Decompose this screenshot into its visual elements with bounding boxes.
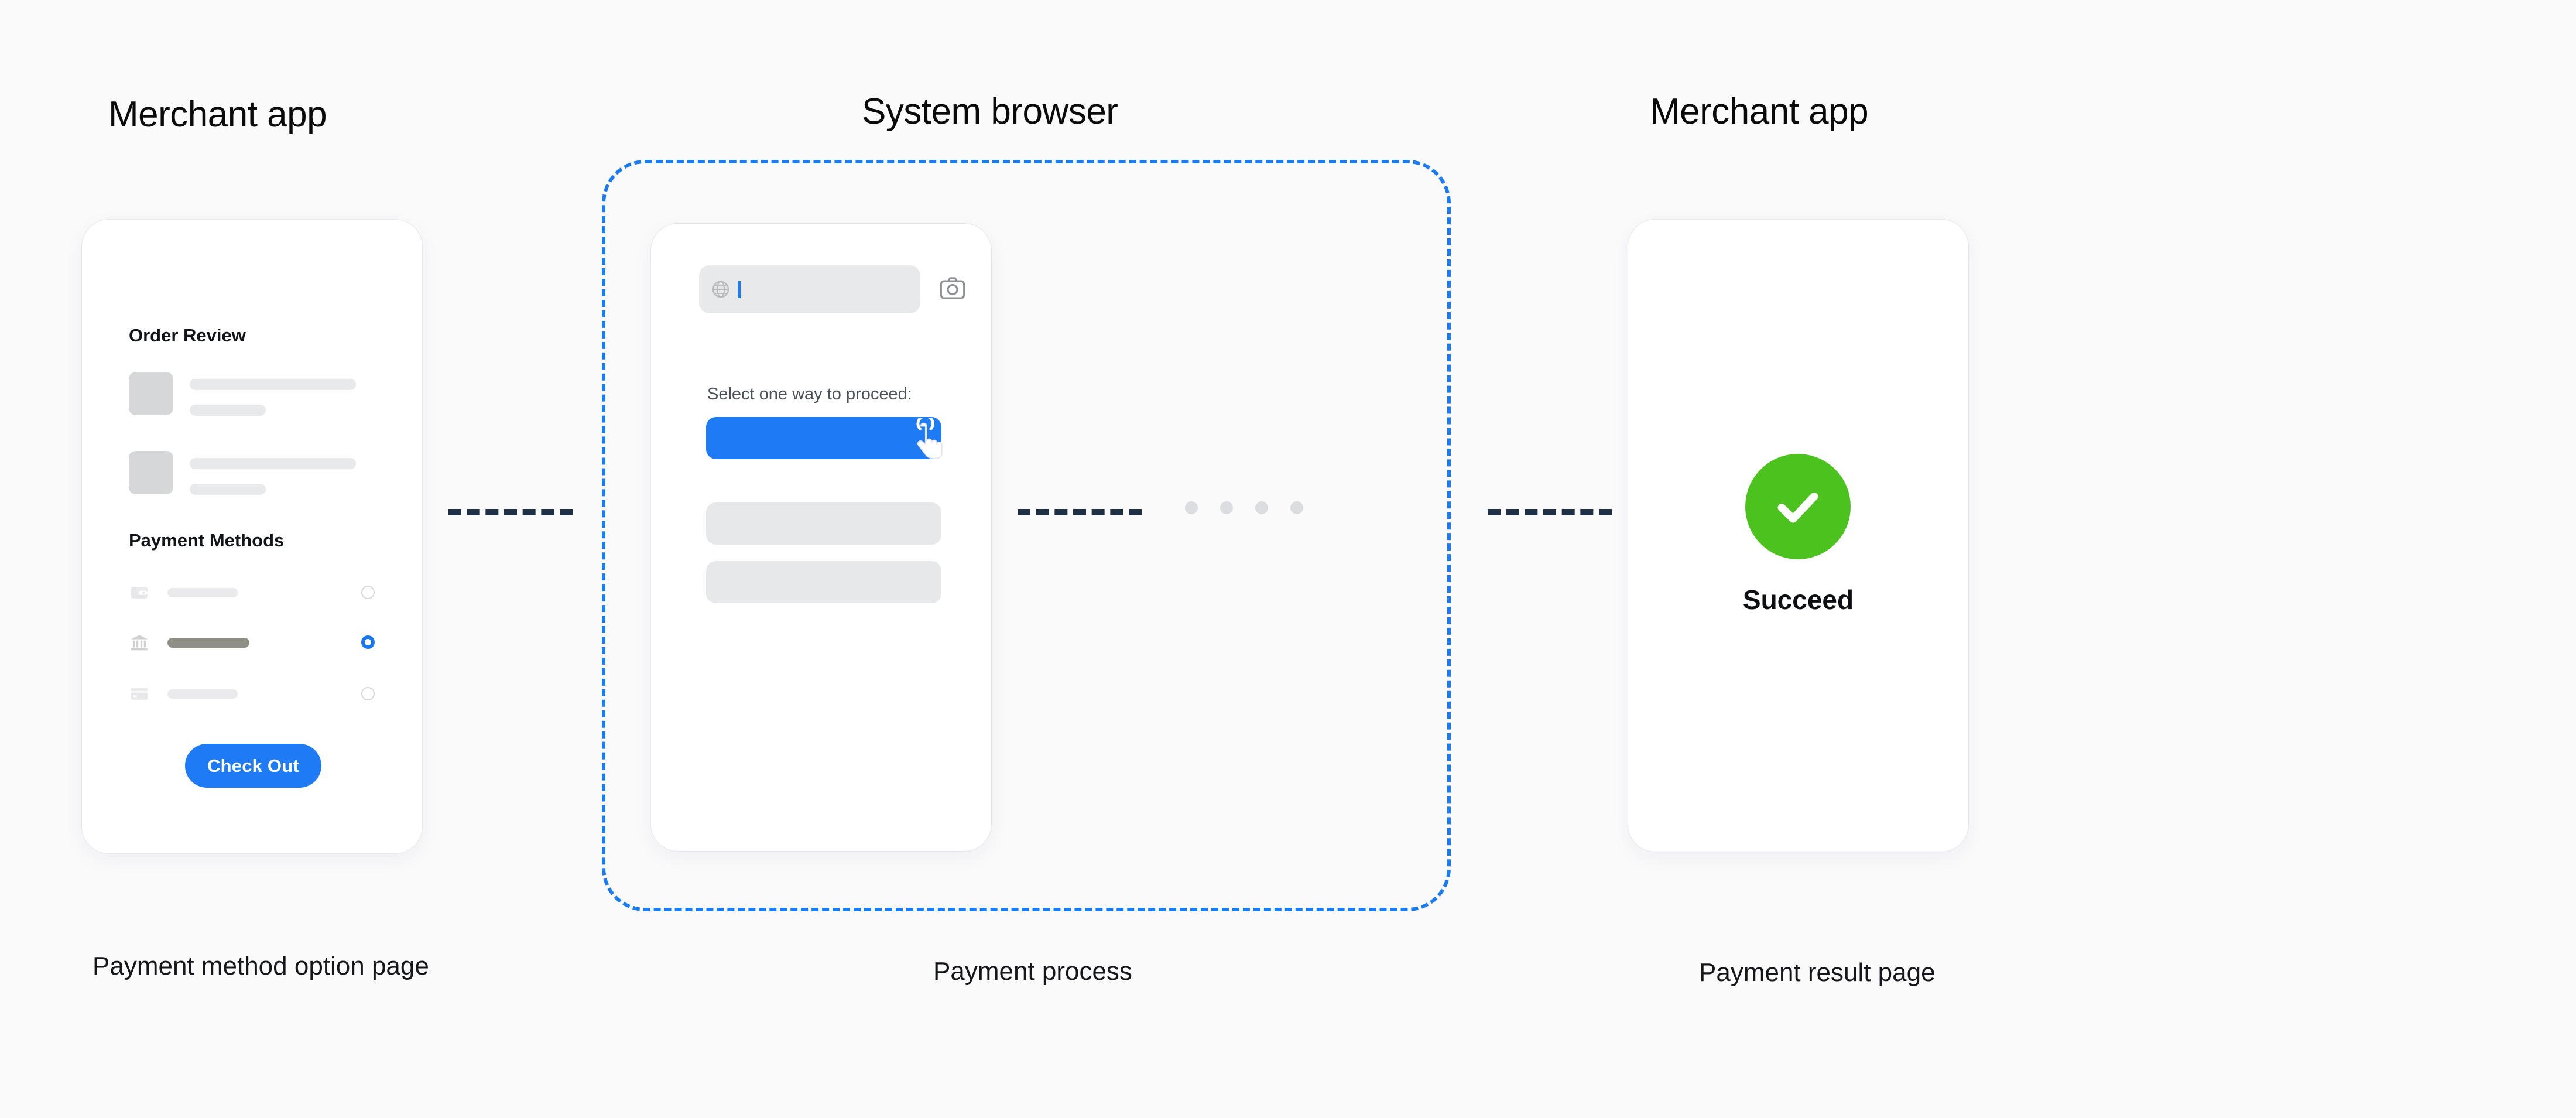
progress-dot <box>1255 501 1268 514</box>
proceed-option-secondary[interactable] <box>706 561 941 603</box>
url-bar[interactable] <box>699 265 920 313</box>
payment-method-row-credit-card[interactable] <box>129 681 375 707</box>
order-item-title-placeholder <box>190 379 356 390</box>
check-out-button[interactable]: Check Out <box>185 744 321 788</box>
payment-status-label: Succeed <box>1742 584 1854 615</box>
column-heading-system-browser: System browser <box>862 91 1118 132</box>
caption-payment-process: Payment process <box>933 957 1132 986</box>
check-circle-icon <box>1745 454 1851 559</box>
progress-dot <box>1220 501 1233 514</box>
column-heading-merchant-app-left: Merchant app <box>108 94 327 135</box>
payment-method-radio[interactable] <box>361 586 375 599</box>
payment-methods-title: Payment Methods <box>129 530 285 551</box>
proceed-instruction-label: Select one way to proceed: <box>707 385 912 404</box>
system-browser-boundary <box>602 160 1451 911</box>
payment-result-phone-card: Succeed <box>1628 220 1968 852</box>
payment-method-label-placeholder <box>167 689 238 699</box>
merchant-checkout-phone-card: Order Review Payment Methods <box>82 220 422 853</box>
progress-dot <box>1185 501 1198 514</box>
credit-card-icon <box>129 683 150 705</box>
flow-connector-left <box>448 509 573 515</box>
system-browser-phone-card: Select one way to proceed: <box>651 224 991 851</box>
payment-method-label-placeholder <box>167 588 238 597</box>
wallet-icon <box>129 582 150 603</box>
caption-payment-result-page: Payment result page <box>1699 958 1936 987</box>
column-heading-merchant-app-right: Merchant app <box>1650 91 1869 132</box>
order-item-subtitle-placeholder <box>190 484 266 495</box>
flow-connector-right <box>1488 509 1612 515</box>
payment-method-row-wallet[interactable] <box>129 580 375 606</box>
globe-icon <box>711 279 731 299</box>
payment-method-radio[interactable] <box>361 687 375 700</box>
proceed-option-secondary[interactable] <box>706 502 941 545</box>
progress-dot <box>1290 501 1303 514</box>
bank-icon <box>129 632 150 653</box>
payment-method-label-placeholder <box>167 638 249 648</box>
order-item-thumbnail <box>129 372 173 415</box>
caption-payment-method-option-page: Payment method option page <box>93 952 429 980</box>
payment-method-row-bank[interactable] <box>129 630 375 655</box>
order-item-title-placeholder <box>190 458 356 469</box>
text-cursor-caret <box>738 281 741 298</box>
tap-cursor-icon <box>907 415 946 465</box>
order-item-thumbnail <box>129 451 173 494</box>
order-review-title: Order Review <box>129 325 246 346</box>
proceed-option-primary[interactable] <box>706 415 943 459</box>
camera-icon[interactable] <box>940 276 965 300</box>
flow-connector-middle <box>1018 509 1142 515</box>
order-item-subtitle-placeholder <box>190 405 266 416</box>
progress-dots <box>1185 501 1303 514</box>
payment-method-radio-selected[interactable] <box>361 635 375 649</box>
